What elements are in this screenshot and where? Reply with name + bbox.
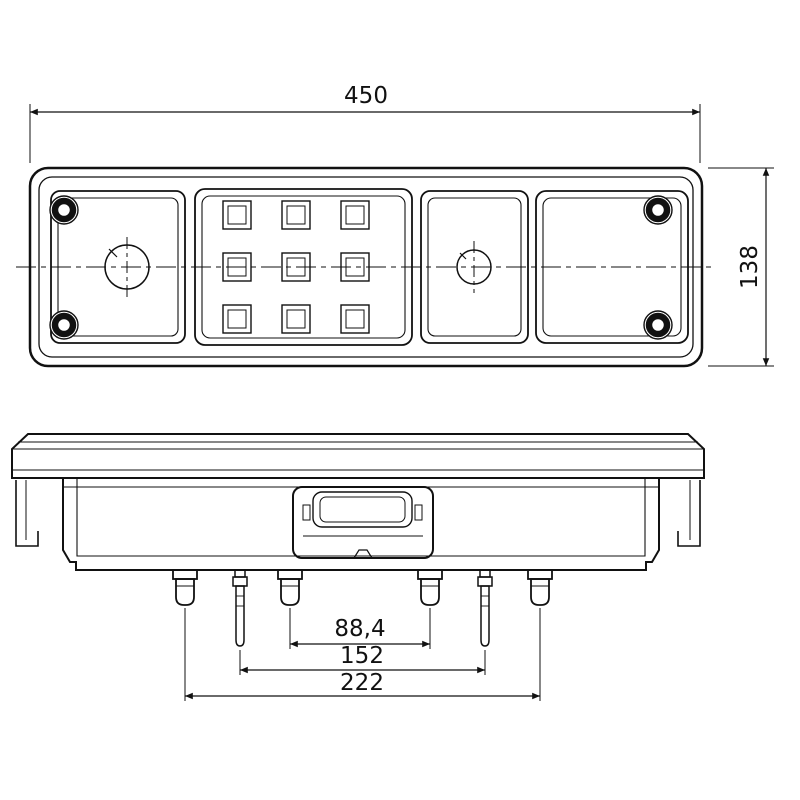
- panel-middle: [194, 188, 413, 346]
- stud-inner-left: [277, 569, 303, 606]
- side-view: [11, 433, 705, 647]
- dim-stud-outer: 222: [184, 608, 541, 701]
- panel-left: [50, 190, 186, 344]
- housing-profile: [62, 478, 660, 571]
- dim-stud-middle: 152: [239, 643, 486, 675]
- mounting-clip-left: [15, 480, 39, 547]
- stud-pin-right: [477, 569, 493, 647]
- reflector-grid: [222, 200, 370, 334]
- stud-pin-left: [232, 569, 248, 647]
- stud-outer-right: [527, 569, 553, 606]
- dim-height-label: 138: [737, 245, 763, 289]
- corner-screw: [643, 195, 673, 225]
- stud-inner-right: [417, 569, 443, 606]
- corner-screw: [643, 310, 673, 340]
- dim-stud-inner: 88,4: [289, 608, 431, 649]
- mounting-clip-right: [677, 480, 701, 547]
- studs: [172, 569, 553, 647]
- front-view: [16, 166, 716, 368]
- connector-box: [292, 486, 434, 559]
- corner-screws: [49, 195, 673, 340]
- dim-stud-outer-label: 222: [340, 670, 384, 696]
- dim-width-label: 450: [344, 83, 388, 109]
- dim-stud-middle-label: 152: [340, 643, 384, 669]
- panel-right: [535, 190, 689, 344]
- dim-stud-inner-label: 88,4: [334, 616, 385, 642]
- corner-screw: [49, 195, 79, 225]
- lens-profile: [11, 433, 705, 479]
- panel-third: [420, 190, 529, 344]
- dim-overall-height: 138: [708, 167, 774, 367]
- corner-screw: [49, 310, 79, 340]
- dim-overall-width: 450: [29, 83, 701, 163]
- stud-outer-left: [172, 569, 198, 606]
